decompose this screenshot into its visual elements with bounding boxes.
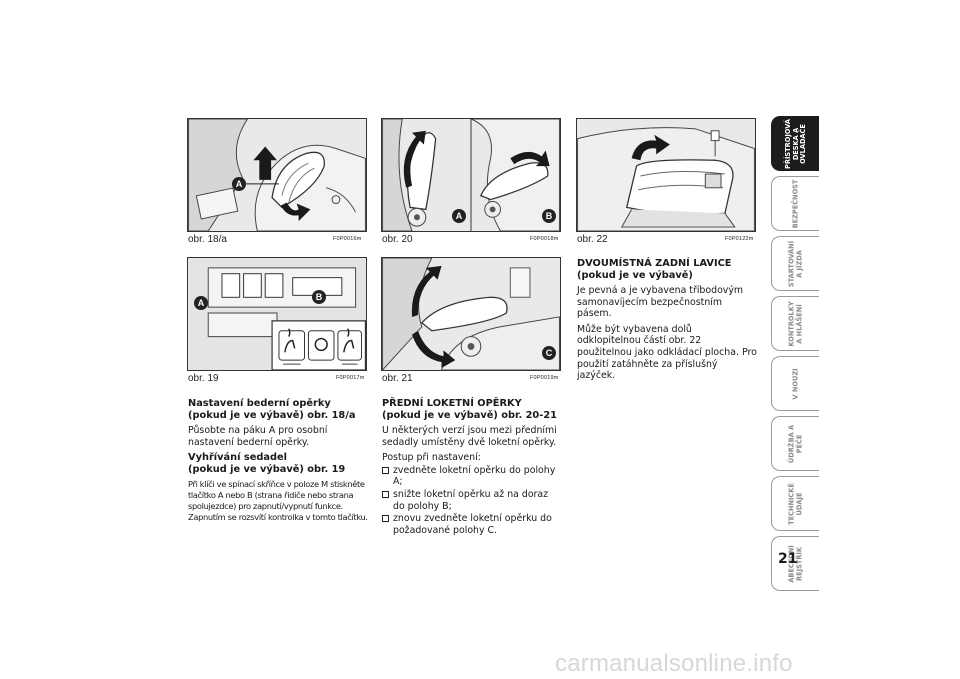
text-column-3: DVOUMÍSTNÁ ZADNÍ LAVICE (pokud je ve výb…	[577, 258, 757, 386]
list-item: znovu zvedněte loketní opěrku do požadov…	[382, 513, 562, 536]
figure-22	[576, 118, 756, 232]
figure-19: A B	[187, 257, 367, 371]
figure-caption: obr. 21	[382, 373, 413, 384]
figure-21: C	[381, 257, 561, 371]
figure-code: F0P0019m	[530, 375, 559, 381]
section-heading-rear-bench: DVOUMÍSTNÁ ZADNÍ LAVICE (pokud je ve výb…	[577, 258, 732, 281]
text-column-1: Nastavení bederní opěrky (pokud je ve vý…	[188, 398, 368, 527]
paragraph: Může být vybavena dolů odklopitelnou čás…	[577, 323, 757, 382]
figure-caption: obr. 19	[188, 373, 219, 384]
text-column-2: PŘEDNÍ LOKETNÍ OPĚRKY (pokud je ve výbav…	[382, 398, 562, 537]
list-item: zvedněte loketní opěrku do polohy A;	[382, 465, 562, 488]
figure-caption: obr. 20	[382, 234, 413, 245]
figure-caption: obr. 22	[577, 234, 608, 245]
paragraph: Je pevná a je vybavena tříbodovým samona…	[577, 285, 744, 320]
tab-warning-lights[interactable]: KONTROLKY A HLÁŠENÍ	[771, 296, 819, 351]
armrest-adjust-illustration	[382, 258, 560, 370]
figure-code: F0P0122m	[725, 236, 754, 242]
tab-instrument-panel[interactable]: PŘÍSTROJOVÁ DESKA A OVLADAČE	[771, 116, 819, 171]
figure-code: F0P0017m	[336, 375, 365, 381]
tab-emergency[interactable]: V NOUZI	[771, 356, 819, 411]
tab-index[interactable]: ABECEDNÍ REJSTŘÍK	[771, 536, 819, 591]
figure-18a: A	[187, 118, 367, 232]
callout-a: A	[452, 209, 466, 223]
seat-heating-buttons-illustration	[188, 258, 366, 370]
tab-safety[interactable]: BEZPEČNOST	[771, 176, 819, 231]
checkbox-bullet-icon	[382, 466, 389, 474]
paragraph: Při klíči ve spínací skříňce v poloze M …	[188, 479, 368, 523]
section-heading-lumbar: Nastavení bederní opěrky (pokud je ve vý…	[188, 398, 356, 421]
lumbar-lever-illustration	[188, 119, 366, 231]
paragraph: U některých verzí jsou mezi předními sed…	[382, 425, 557, 448]
figure-code: F0P0018m	[530, 236, 559, 242]
checkbox-bullet-icon	[382, 515, 389, 523]
tab-maintenance[interactable]: ÚDRŽBA A PÉČE	[771, 416, 819, 471]
list-item: snižte loketní opěrku až na doraz do pol…	[382, 489, 562, 512]
paragraph: Postup při nastavení:	[382, 452, 481, 464]
callout-b: B	[542, 209, 556, 223]
rear-bench-fold-illustration	[577, 127, 755, 231]
callout-b: B	[312, 290, 326, 304]
tab-starting-driving[interactable]: STARTOVÁNÍ A JÍZDA	[771, 236, 819, 291]
checkbox-bullet-icon	[382, 490, 389, 498]
tab-technical-data[interactable]: TECHNICKÉ ÚDAJE	[771, 476, 819, 531]
section-heading-seat-heating: Vyhřívání sedadel (pokud je ve výbavě) o…	[188, 452, 346, 476]
figure-caption: obr. 18/a	[188, 234, 227, 245]
watermark: carmanualsonline.info	[555, 650, 793, 677]
step-list: zvedněte loketní opěrku do polohy A; sni…	[382, 465, 562, 537]
page-number: 21	[778, 551, 798, 567]
paragraph: Působte na páku A pro osobní nastavení b…	[188, 425, 328, 448]
figure-20: A B	[381, 118, 561, 232]
callout-a: A	[194, 296, 208, 310]
section-heading-front-armrests: PŘEDNÍ LOKETNÍ OPĚRKY (pokud je ve výbav…	[382, 398, 557, 421]
callout-a: A	[232, 177, 246, 191]
armrest-positions-illustration	[382, 119, 560, 231]
figure-code: F0P0016m	[333, 236, 362, 242]
callout-c: C	[542, 346, 556, 360]
